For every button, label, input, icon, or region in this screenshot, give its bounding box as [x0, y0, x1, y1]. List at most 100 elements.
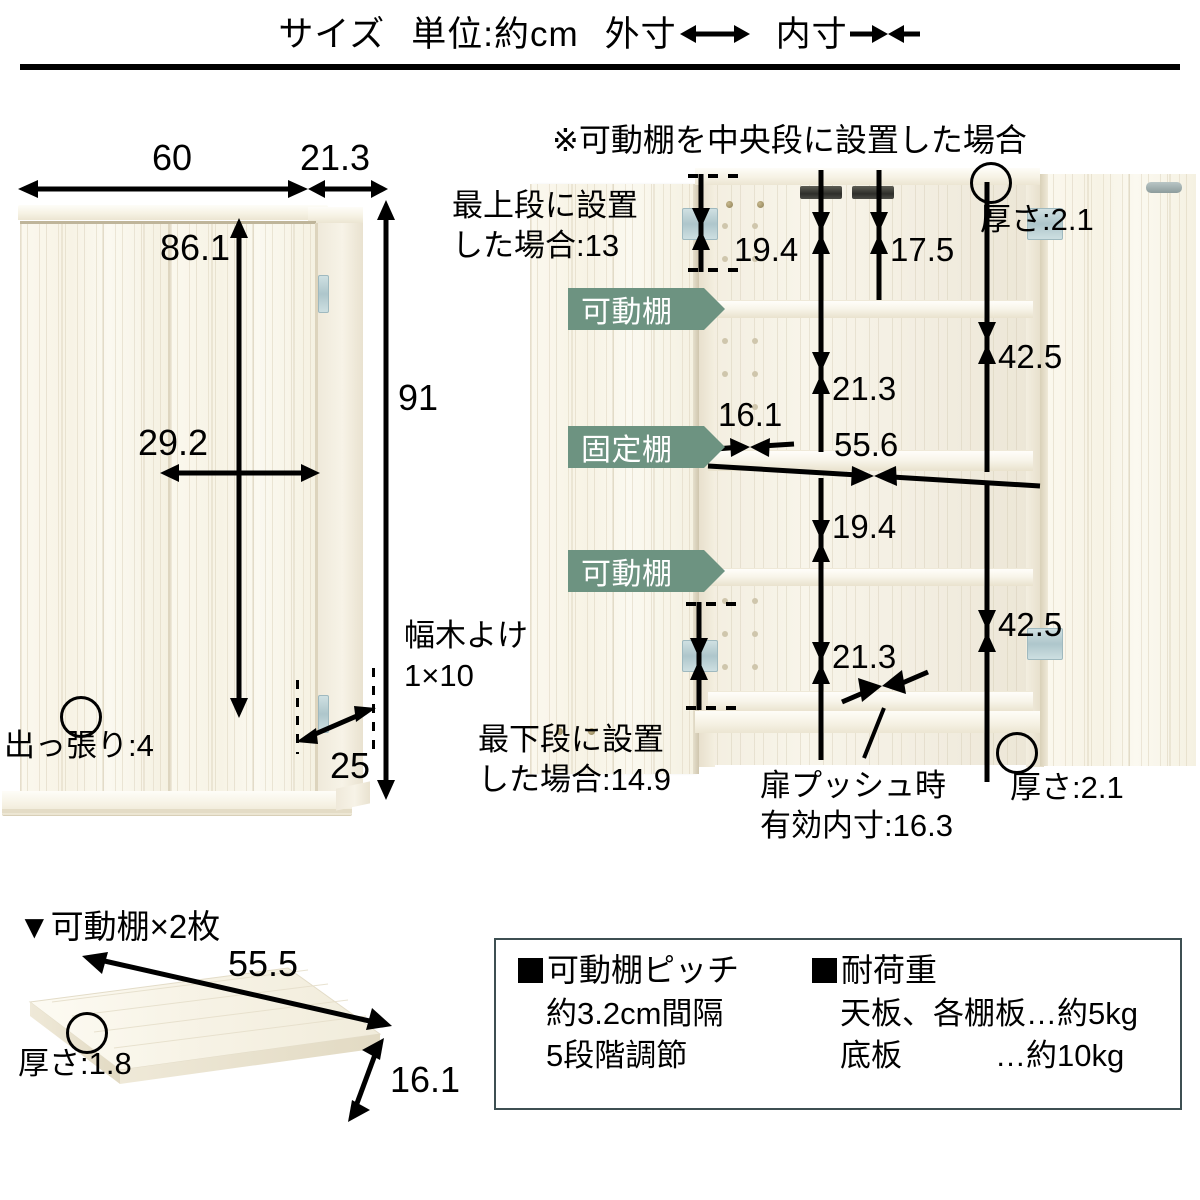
shelf-board-thickness-label: 厚さ:1.8	[18, 1046, 132, 1081]
open-door-left	[530, 184, 695, 774]
dim-19-4-top-label: 19.4	[734, 231, 799, 268]
peg-hole	[752, 223, 758, 229]
shelf-board-diagram: ▼可動棚×2枚	[0, 890, 480, 1122]
door-push-note-line2: 有効内寸:16.3	[760, 808, 953, 843]
header-outer-label: 外寸	[604, 14, 677, 54]
thickness-bottom-label: 厚さ:2.1	[1010, 770, 1124, 805]
protrusion-callout-circle	[60, 696, 102, 738]
info-col-2-line-1: 天板、各棚板…約5kg	[840, 996, 1138, 1031]
bottom-shelf-guide-lower	[686, 706, 738, 710]
left-height-86-1-label: 86.1	[160, 227, 231, 268]
cabinet-top-board-side	[308, 207, 363, 223]
double-arrow-icon	[679, 21, 750, 47]
tag-fixed-shelf-label: 固定棚	[581, 434, 673, 467]
dim-42-5-upper-label: 42.5	[998, 338, 1063, 375]
left-inner-width-29-2-label: 29.2	[138, 422, 209, 463]
peg-hole	[752, 598, 758, 604]
open-door-right	[1046, 174, 1196, 766]
header-divider	[20, 64, 1180, 70]
info-col-2-heading-label: 耐荷重	[841, 952, 938, 988]
open-door-right-inner-edge	[1040, 174, 1048, 766]
dim-55-6-label: 55.6	[834, 426, 899, 463]
info-col-1-line-1: 約3.2cm間隔	[546, 996, 724, 1031]
thickness-top-callout-circle	[970, 162, 1012, 204]
dim-21-3-lower-arrow	[812, 608, 830, 760]
peg-hole	[752, 256, 758, 262]
dim-17-5-label: 17.5	[890, 231, 955, 268]
hinge-top-icon	[318, 275, 329, 313]
left-diagram: 60 21.3 86.1 29.2	[0, 100, 528, 820]
dim-42-5-lower-arrow	[978, 482, 996, 782]
dim-16-1-label: 16.1	[718, 396, 783, 433]
dim-17-5-arrow	[870, 170, 888, 300]
protrusion-label: 出っ張り:4	[4, 728, 154, 763]
depth-guide-right	[372, 668, 375, 754]
peg-hole	[752, 338, 758, 344]
left-inner-width-29-2-arrow	[160, 464, 320, 482]
peg-hole	[722, 338, 728, 344]
interior-left-wall	[699, 185, 715, 767]
dim-42-5-lower-label: 42.5	[998, 606, 1063, 643]
shelf-fixed-middle	[708, 450, 1033, 471]
peg-hole	[722, 664, 728, 670]
tag-adjustable-shelf-lower: 可動棚	[568, 550, 725, 592]
info-col-2: 耐荷重 天板、各棚板…約5kg 底板 …約10kg	[812, 954, 1172, 1075]
dim-19-4-lower-label: 19.4	[832, 508, 897, 545]
door-seam	[168, 221, 170, 791]
thickness-top-label: 厚さ:2.1	[980, 202, 1094, 237]
left-width-21-3-label: 21.3	[300, 137, 371, 178]
peg-hole	[752, 631, 758, 637]
left-height-86-1-arrow	[230, 218, 248, 718]
hinge-icon-upper-right	[1027, 208, 1063, 240]
shelf-adjustable-lower	[708, 568, 1033, 586]
bottom-shelf-guide-upper	[686, 602, 738, 606]
bullet-square-icon	[518, 957, 543, 983]
cabinet-door-left	[20, 221, 168, 791]
peg-hole	[752, 664, 758, 670]
info-col-1-heading-label: 可動棚ピッチ	[547, 952, 740, 988]
info-col-2-heading: 耐荷重	[812, 954, 1172, 986]
door-push-pointer	[841, 669, 929, 759]
left-total-height-91-arrow	[377, 200, 395, 800]
interior-right-wall	[1026, 185, 1044, 767]
door-left-dowel-1	[556, 728, 563, 735]
baseboard-label-line1: 幅木よけ	[404, 618, 528, 653]
tag-adjustable-shelf-upper: 可動棚	[568, 288, 725, 330]
peg-hole	[752, 404, 758, 410]
left-width-60-label: 60	[152, 137, 193, 178]
open-cabinet-illustration	[530, 168, 1196, 808]
top-shelf-guide-lower	[688, 268, 740, 272]
door-push-note-line1: 扉プッシュ時	[760, 768, 946, 803]
dim-21-3-lower-label: 21.3	[832, 638, 897, 675]
baseboard-label-line2: 1×10	[404, 658, 474, 693]
dim-19-4-top-arrow	[812, 170, 830, 300]
header-legend: サイズ 単位:約cm 外寸 内寸	[0, 6, 1200, 62]
carcass-top-board	[695, 168, 1040, 185]
top-shelf-13-arrow	[692, 174, 710, 272]
cabinet-top-board	[18, 205, 328, 220]
header-inner-label: 内寸	[775, 14, 848, 54]
thickness-bottom-callout-circle	[996, 732, 1038, 774]
inward-arrow-icon	[848, 21, 922, 47]
shelf-board-depth-arrow	[348, 1038, 384, 1122]
open-door-left-edge	[693, 184, 699, 774]
shelf-board-length-label: 55.5	[228, 943, 299, 984]
header-title: サイズ	[278, 14, 386, 54]
top-shelf-note-line2: した場合:13	[452, 228, 620, 263]
hinge-icon-lower-right	[1027, 628, 1063, 660]
shelf-board-illustration	[28, 966, 388, 1086]
tag-fixed-shelf: 固定棚	[568, 426, 725, 468]
dim-55-6-arrow	[707, 463, 1041, 489]
spec-info-box: 可動棚ピッチ 約3.2cm間隔 5段階調節 耐荷重 天板、各棚板…約5kg 底板…	[494, 938, 1182, 1110]
top-shelf-note-line1: 最上段に設置	[452, 188, 638, 223]
cabinet-base-shadow	[2, 809, 352, 813]
header-unit: 単位:約cm	[411, 14, 579, 54]
left-width-60-arrow	[18, 180, 308, 198]
peg-hole	[722, 371, 728, 377]
peg-hole	[752, 371, 758, 377]
tag-adjustable-shelf-upper-label: 可動棚	[581, 296, 673, 329]
info-col-1-heading: 可動棚ピッチ	[518, 954, 818, 986]
left-total-height-91-label: 91	[398, 377, 439, 418]
info-col-1: 可動棚ピッチ 約3.2cm間隔 5段階調節	[518, 954, 818, 1075]
bullet-square-icon	[812, 957, 837, 983]
